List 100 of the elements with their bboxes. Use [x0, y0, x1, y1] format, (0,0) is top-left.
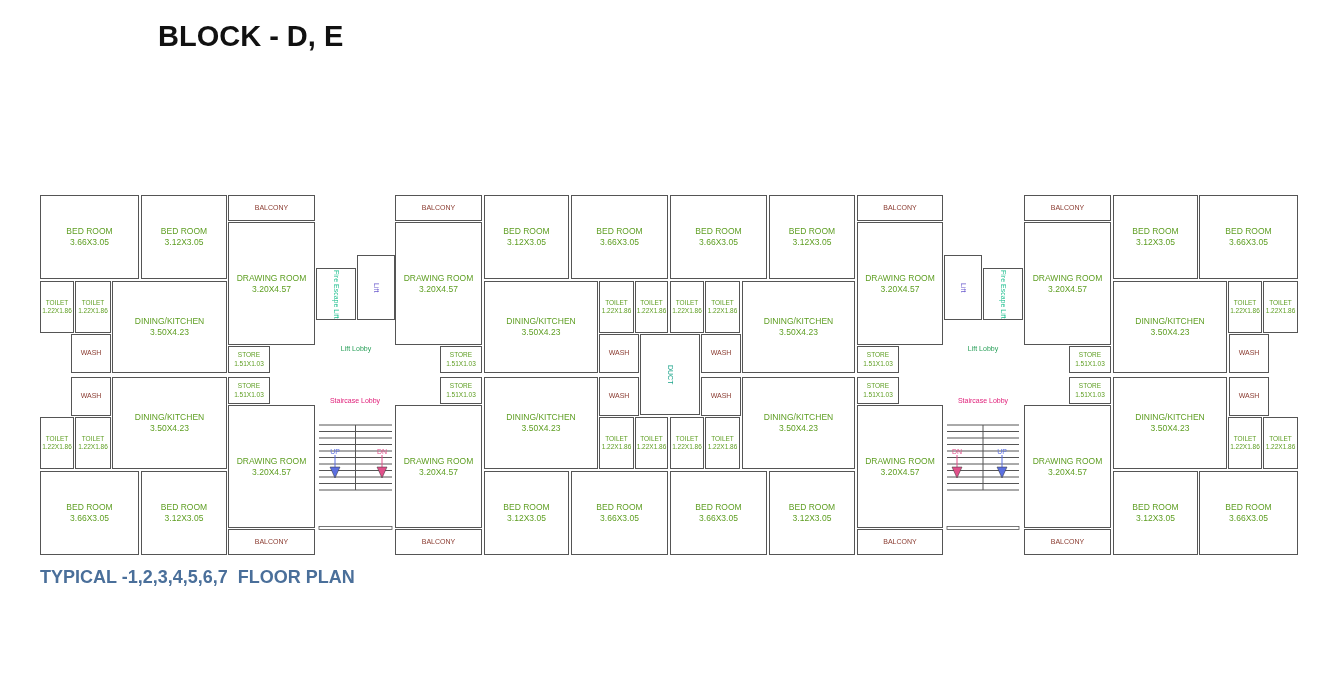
room-dimension: 3.12X3.05	[792, 513, 832, 524]
room	[599, 417, 634, 469]
room	[742, 281, 855, 373]
room	[141, 471, 227, 555]
room	[40, 417, 74, 469]
room-dimension: 3.50X4.23	[1150, 327, 1190, 338]
room	[857, 222, 943, 345]
room	[857, 405, 943, 528]
room	[228, 346, 270, 373]
room-name: BED ROOM	[695, 226, 742, 237]
room-name: BED ROOM	[1132, 226, 1179, 237]
room	[395, 195, 482, 221]
room	[769, 195, 855, 279]
room-name: BED ROOM	[503, 226, 550, 237]
room-name: DRAWING ROOM	[403, 272, 474, 284]
room-dimension: 3.50X4.23	[1150, 423, 1190, 434]
room	[599, 281, 634, 333]
room-dimension: 3.12X3.05	[792, 237, 832, 248]
room-name: DRAWING ROOM	[1032, 455, 1103, 467]
lift-shaft	[944, 255, 982, 320]
room	[40, 471, 139, 555]
room	[1113, 195, 1198, 279]
room-dimension: 3.12X3.05	[1136, 513, 1175, 524]
room-name: DRAWING ROOM	[865, 455, 935, 467]
room-name: BED ROOM	[66, 226, 113, 237]
room	[701, 334, 741, 373]
room-dimension: 3.66X3.05	[600, 513, 639, 524]
room-name: DRAWING ROOM	[865, 272, 935, 284]
room-dimension: 3.50X4.23	[779, 423, 818, 434]
room	[40, 195, 139, 279]
room-dimension: 3.66X3.05	[1229, 513, 1268, 524]
room-dimension: 3.12X3.05	[507, 513, 546, 524]
room-dimension: 3.12X3.05	[164, 513, 204, 524]
room	[1069, 377, 1111, 404]
room	[635, 417, 668, 469]
room	[1024, 405, 1111, 528]
room	[1229, 377, 1269, 416]
room	[670, 195, 767, 279]
title: BLOCK - D, E	[158, 20, 344, 53]
room	[484, 377, 598, 469]
room-dimension: 3.20X4.57	[252, 283, 291, 295]
room	[71, 377, 111, 416]
room-dimension: 3.20X4.57	[1048, 466, 1087, 478]
room	[141, 195, 227, 279]
room	[75, 281, 111, 333]
room	[1199, 471, 1298, 555]
room-dimension: 3.50X4.23	[779, 327, 818, 338]
room-dimension: 3.66X3.05	[600, 237, 639, 248]
room-name: BED ROOM	[596, 502, 643, 513]
room	[1263, 281, 1298, 333]
room	[1113, 377, 1227, 469]
room	[40, 281, 74, 333]
room-dimension: 3.66X3.05	[1229, 237, 1268, 248]
room	[484, 471, 569, 555]
room-name: BED ROOM	[160, 502, 208, 513]
room	[1228, 417, 1262, 469]
room	[670, 471, 767, 555]
room-dimension: 3.20X4.57	[880, 283, 920, 295]
room	[1113, 281, 1227, 373]
room	[857, 346, 899, 373]
room	[742, 377, 855, 469]
room	[440, 377, 482, 404]
room	[440, 346, 482, 373]
room	[395, 529, 482, 555]
room-dimension: 3.20X4.57	[419, 283, 458, 295]
room-dimension: 3.66X3.05	[70, 513, 109, 524]
room-dimension: 3.66X3.05	[699, 513, 738, 524]
room-name: BED ROOM	[503, 502, 550, 513]
room-name: BED ROOM	[788, 226, 836, 237]
room	[571, 195, 668, 279]
room-dimension: 3.50X4.23	[521, 423, 561, 434]
room	[1228, 281, 1262, 333]
room-name: DINING/KITCHEN	[134, 316, 205, 327]
room	[705, 417, 740, 469]
room	[1069, 346, 1111, 373]
room-name: BED ROOM	[596, 226, 643, 237]
room	[228, 222, 315, 345]
room	[599, 377, 639, 416]
room	[571, 471, 668, 555]
lift-shaft	[316, 268, 356, 320]
room-name: DRAWING ROOM	[236, 272, 307, 284]
room	[705, 281, 740, 333]
room-name: BED ROOM	[160, 226, 208, 237]
room	[395, 405, 482, 528]
room-name: DRAWING ROOM	[1032, 272, 1103, 284]
room	[670, 281, 704, 333]
room	[484, 195, 569, 279]
room-dimension: 3.20X4.57	[1048, 283, 1087, 295]
room-name: BED ROOM	[66, 502, 113, 513]
room-name: DINING/KITCHEN	[134, 412, 205, 423]
room-dimension: 3.20X4.57	[419, 466, 458, 478]
room	[228, 405, 315, 528]
room-dimension: 3.20X4.57	[252, 466, 291, 478]
room	[1024, 222, 1111, 345]
room-name: BED ROOM	[695, 502, 742, 513]
room-name: DRAWING ROOM	[236, 455, 307, 467]
room	[1199, 195, 1298, 279]
room	[701, 377, 741, 416]
room	[75, 417, 111, 469]
room	[857, 529, 943, 555]
